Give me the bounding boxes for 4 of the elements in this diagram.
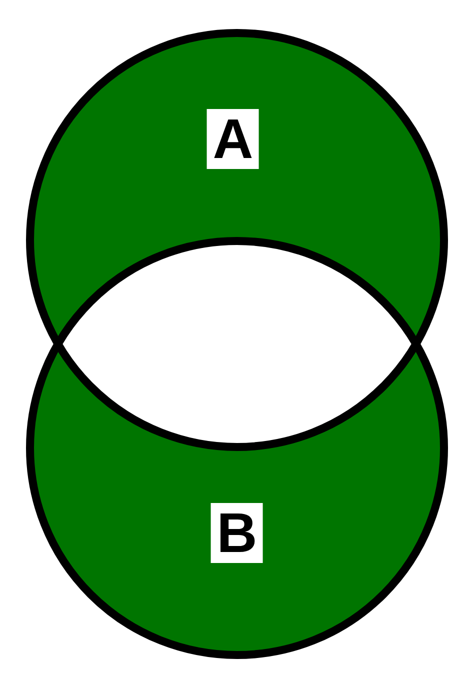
set-label: A — [206, 109, 260, 169]
set-circle — [26, 237, 448, 659]
set-label: B — [210, 503, 264, 563]
set-circle — [26, 29, 448, 451]
